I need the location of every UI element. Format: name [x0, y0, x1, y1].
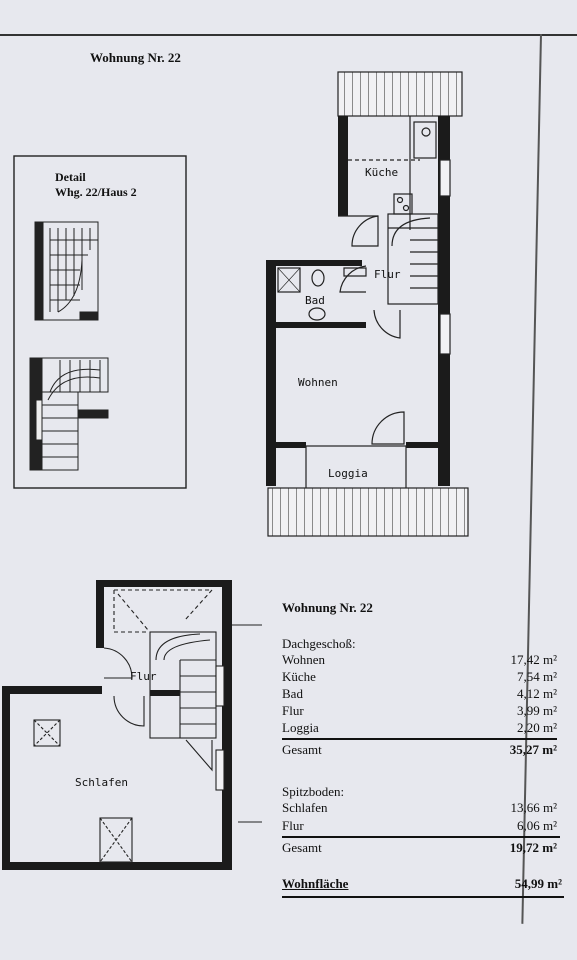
row-label: Schlafen	[282, 800, 328, 815]
section-spitzboden: Spitzboden:	[282, 784, 345, 799]
row-label: Küche	[282, 669, 316, 684]
room-bad: Bad	[305, 294, 325, 307]
table-row: Wohnen 17,42 m²	[282, 652, 557, 668]
row-label: Flur	[282, 818, 304, 833]
upper-plan-lines	[277, 116, 451, 501]
table-row: Loggia 2,20 m²	[282, 720, 557, 736]
table-row: Flur 6,06 m²	[282, 818, 557, 834]
upper-bottom-grid	[267, 487, 469, 537]
page-title: Wohnung Nr. 22	[90, 50, 181, 65]
total-label: Gesamt	[282, 840, 322, 855]
lower-plan-lines	[33, 589, 262, 863]
room-schlafen: Schlafen	[75, 776, 128, 789]
detail-stair-2	[29, 357, 109, 471]
grand-total-row: Wohnfläche 54,99 m²	[282, 876, 562, 892]
grand-rule	[282, 896, 564, 898]
total-row: Gesamt 19,72 m²	[282, 840, 557, 856]
table-row: Schlafen 13,66 m²	[282, 800, 557, 816]
room-loggia: Loggia	[328, 467, 368, 480]
table-title: Wohnung Nr. 22	[282, 600, 373, 615]
detail-frame	[13, 155, 187, 489]
detail-title: Detail	[55, 170, 86, 184]
detail-stair-1	[34, 221, 99, 321]
total-rule-1	[282, 738, 557, 740]
total-value: 19,72 m²	[509, 840, 557, 855]
table-row: Bad 4,12 m²	[282, 686, 557, 702]
room-wohnen: Wohnen	[298, 376, 338, 389]
detail-subtitle: Whg. 22/Haus 2	[55, 185, 137, 199]
room-flur-upper: Flur	[374, 268, 401, 281]
total-value: 35,27 m²	[509, 742, 557, 757]
row-label: Bad	[282, 686, 303, 701]
row-label: Flur	[282, 703, 304, 718]
upper-top-grid	[337, 71, 463, 117]
total-row: Gesamt 35,27 m²	[282, 742, 557, 758]
table-row: Küche 7,54 m²	[282, 669, 557, 685]
grand-total-value: 54,99 m²	[514, 876, 562, 891]
row-value: 3,99 m²	[516, 703, 557, 718]
row-value: 13,66 m²	[510, 800, 557, 815]
row-label: Loggia	[282, 720, 319, 735]
room-flur-lower: Flur	[130, 670, 157, 683]
section-dachgeschoss: Dachgeschoß:	[282, 636, 356, 651]
top-border	[0, 34, 577, 36]
table-row: Flur 3,99 m²	[282, 703, 557, 719]
lower-plan-walls	[2, 580, 232, 870]
row-value: 17,42 m²	[510, 652, 557, 667]
row-value: 4,12 m²	[516, 686, 557, 701]
row-value: 2,20 m²	[516, 720, 557, 735]
total-rule-2	[282, 836, 560, 838]
row-label: Wohnen	[282, 652, 325, 667]
upper-plan-walls	[266, 116, 450, 486]
total-label: Gesamt	[282, 742, 322, 757]
row-value: 6,06 m²	[516, 818, 557, 833]
grand-total-label: Wohnfläche	[282, 876, 349, 891]
room-kueche: Küche	[365, 166, 399, 179]
row-value: 7,54 m²	[516, 669, 557, 684]
